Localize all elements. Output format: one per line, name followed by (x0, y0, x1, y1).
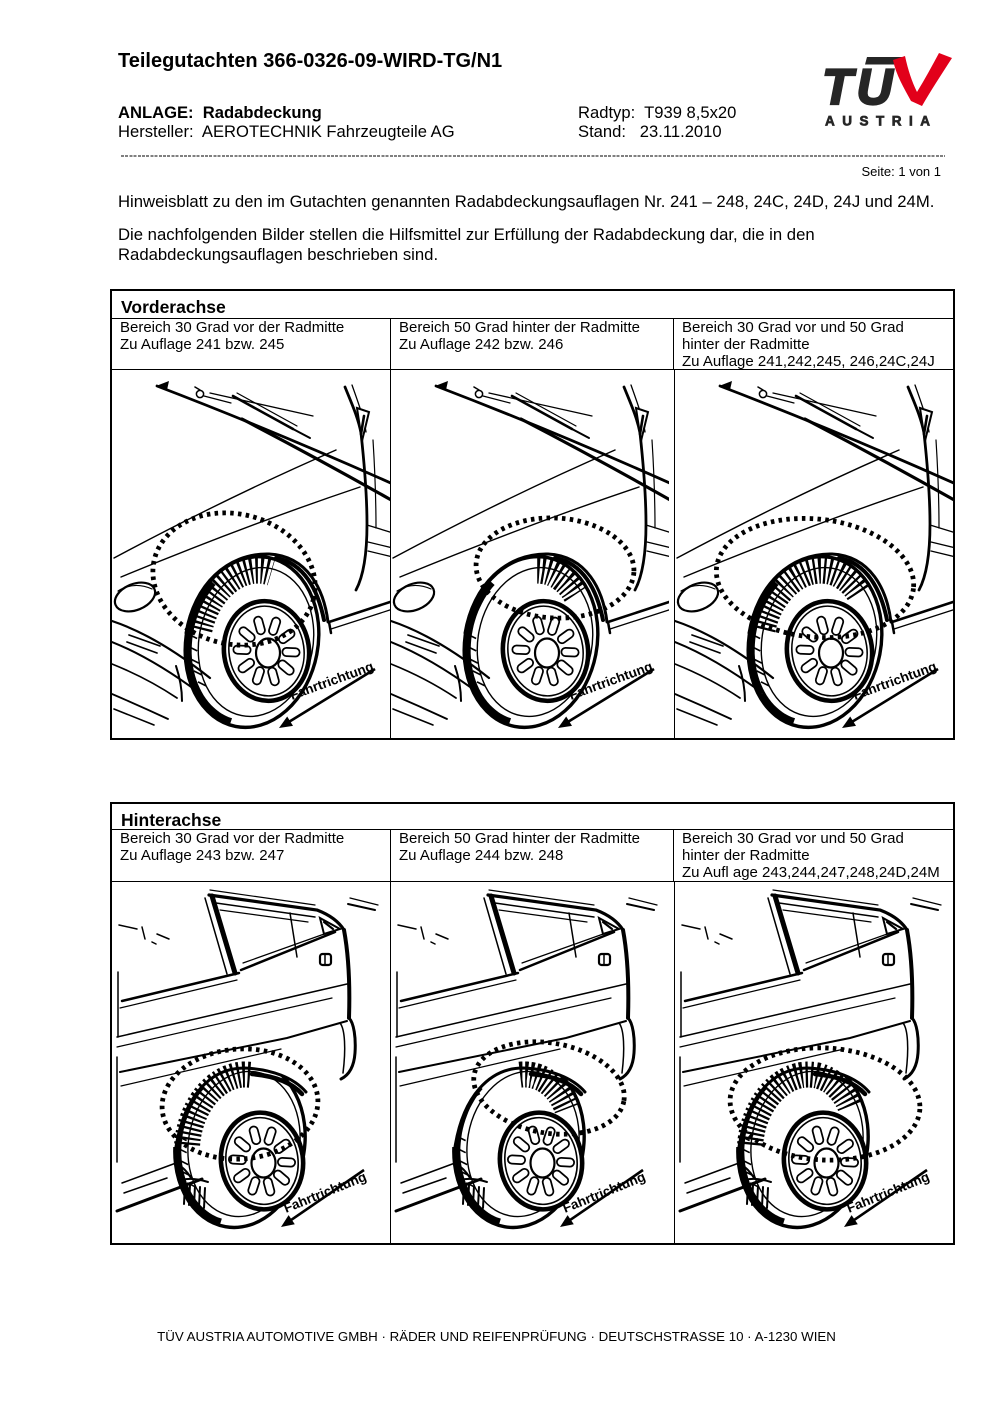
svg-text:TU: TU (822, 59, 897, 115)
svg-text:AUSTRIA: AUSTRIA (825, 114, 938, 129)
